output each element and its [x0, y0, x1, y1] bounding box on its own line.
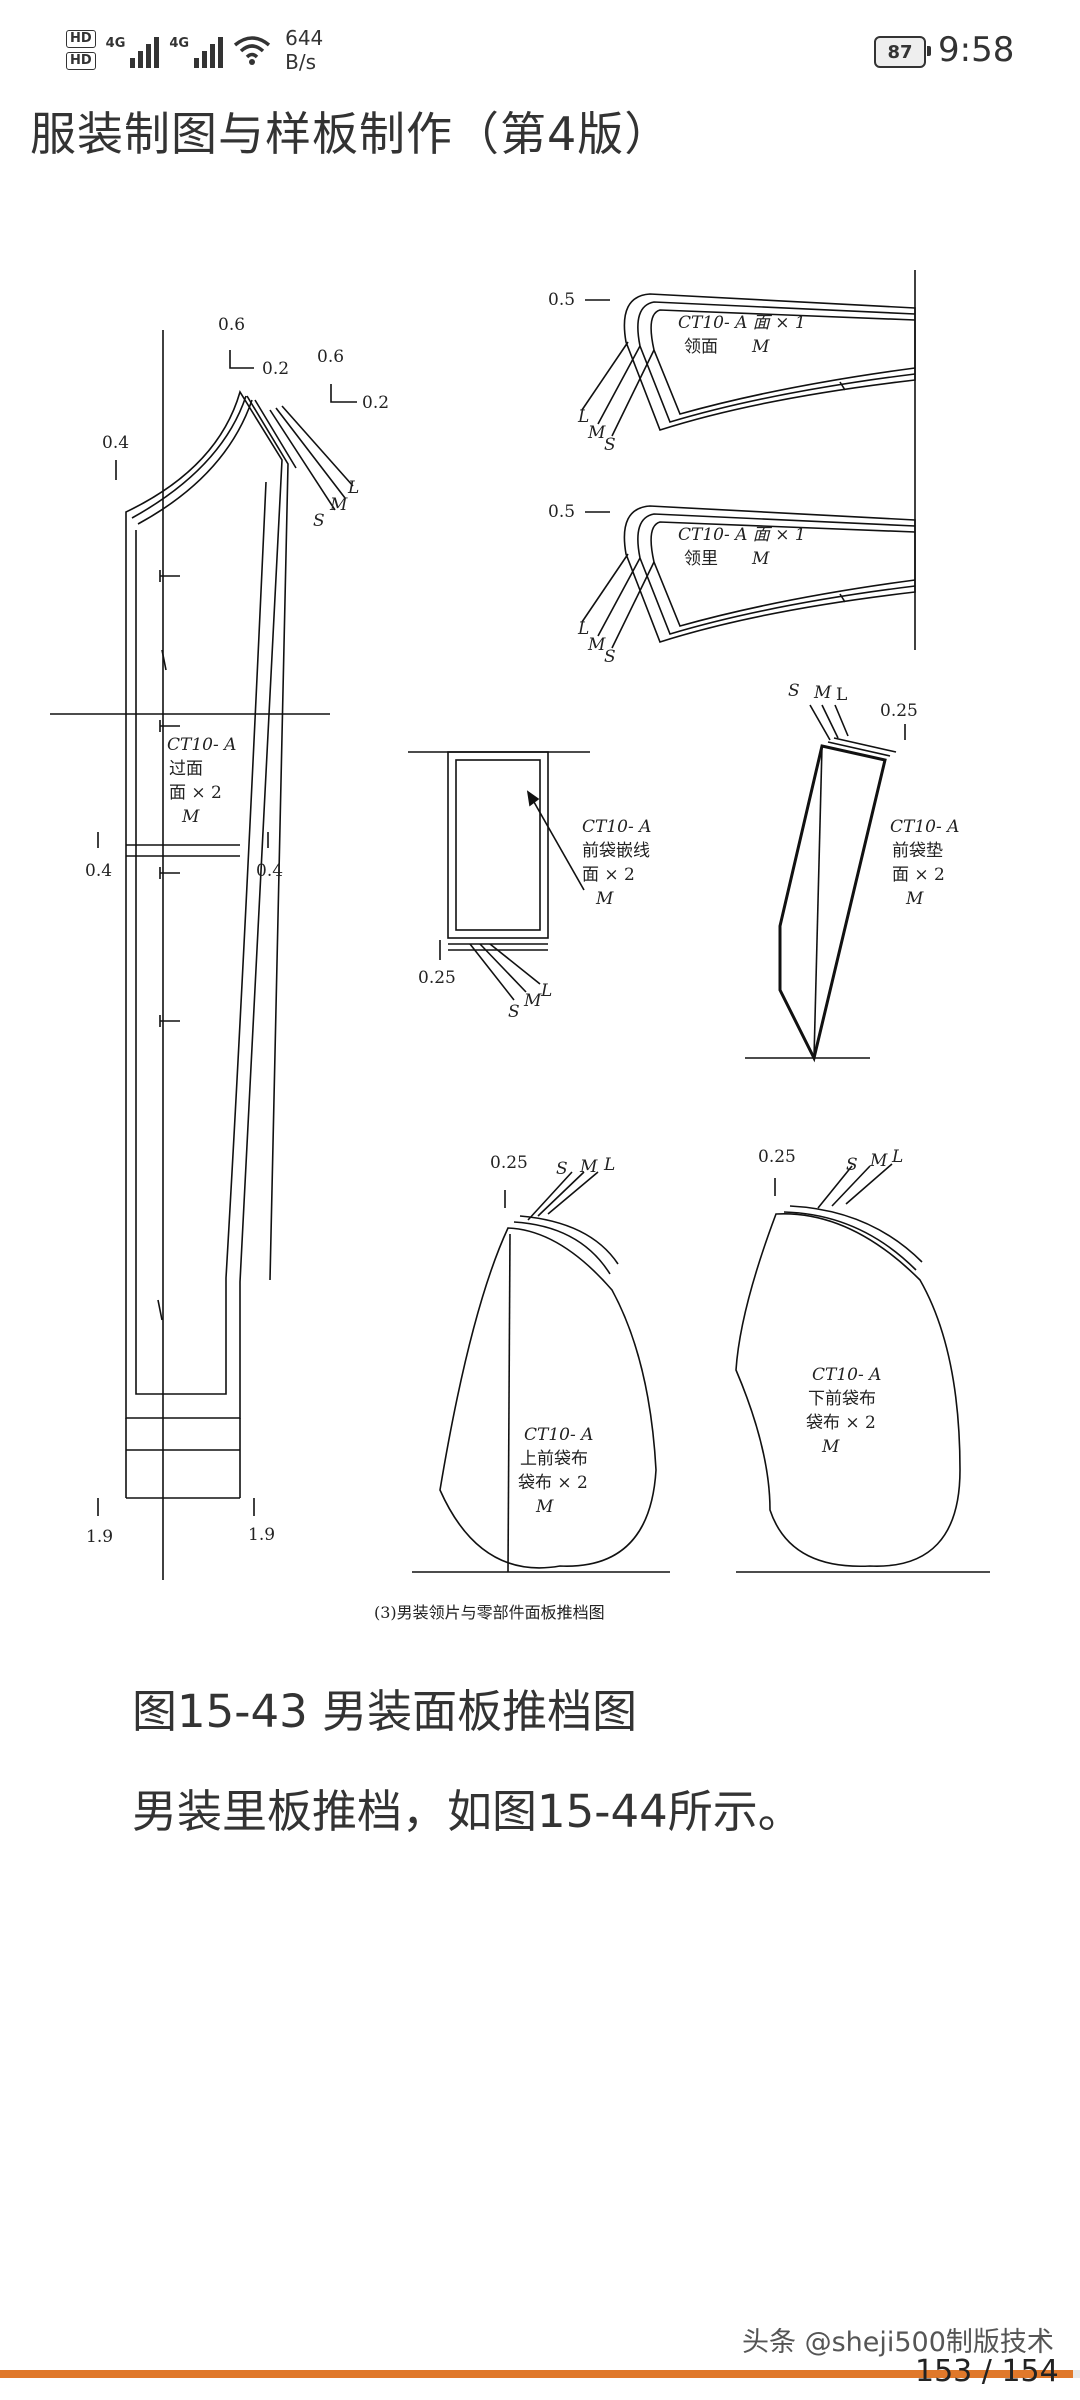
grade-label-02b: 0.2 — [362, 393, 389, 413]
network-type-1: 4G — [105, 36, 126, 51]
facing-outline — [125, 390, 283, 1419]
pad-size: M — [905, 889, 924, 909]
book-title: 服装制图与样板制作（第4版） — [30, 107, 672, 161]
facing-neck-grade-1 — [131, 395, 247, 519]
collar-top-name: 领面 — [684, 337, 718, 357]
grade-label-19a: 1.9 — [86, 1527, 113, 1547]
pad-name: 前袋垫 — [892, 841, 943, 861]
welt-outline — [447, 751, 549, 939]
upper-bag-name: 上前袋布 — [520, 1449, 588, 1469]
upper-bag-M: M — [579, 1157, 598, 1177]
grade-label-04b: 0.4 — [85, 861, 112, 881]
collar-top-grade: 0.5 — [548, 290, 575, 310]
grade-label-04a: 0.4 — [102, 433, 129, 453]
wifi-icon — [233, 36, 271, 65]
upper-bag-qty: 袋布 × 2 — [518, 1473, 588, 1493]
size-label-S1: S — [313, 511, 325, 531]
lower-bag-L: L — [891, 1147, 903, 1167]
collar-under-S: S — [604, 647, 616, 667]
figure-subcaption: (3)男装领片与零部件面板推档图 — [374, 1603, 605, 1622]
collar-under-size: M — [751, 549, 770, 569]
grade-label-02a: 0.2 — [262, 359, 289, 379]
welt-size: M — [595, 889, 614, 909]
reading-progress-bar[interactable] — [0, 2370, 1080, 2378]
welt-S: S — [508, 1002, 520, 1022]
lower-bag-outline — [735, 1213, 961, 1568]
upper-bag-size: M — [535, 1497, 554, 1517]
network-type-2: 4G — [169, 36, 190, 51]
source-watermark: 头条 @sheji500制版技术 — [742, 2327, 1054, 2358]
body-paragraph: 男装里板推档，如图15-44所示。 — [132, 1785, 803, 1838]
status-bar: HD HD 4G 4G 644 B/s 87 9:58 — [0, 0, 1080, 100]
collar-under-code: CT10- A 面 × 1 — [678, 525, 806, 545]
battery-icon: 87 — [874, 36, 931, 68]
collar-top-S: S — [604, 435, 616, 455]
hd-badge-1: HD — [66, 30, 96, 48]
collar-under-L: L — [577, 619, 589, 639]
status-time: 9:58 — [938, 30, 1015, 70]
collar-top-L: L — [577, 407, 589, 427]
welt-code: CT10- A — [582, 817, 651, 837]
collar-top-code: CT10- A 面 × 1 — [678, 313, 806, 333]
lower-bag-grade: 0.25 — [758, 1147, 796, 1167]
pattern-figure[interactable]: 0.6 0.2 0.6 0.2 0.4 0.4 0.4 1.9 1.9 L M … — [0, 250, 1080, 1630]
pad-M: M — [813, 683, 832, 703]
collar-top-outline — [623, 293, 916, 431]
facing-code: CT10- A — [167, 735, 236, 755]
lower-bag-qty: 袋布 × 2 — [806, 1413, 876, 1433]
pad-grade: 0.25 — [880, 701, 918, 721]
grade-label-19b: 1.9 — [248, 1525, 275, 1545]
status-icons: HD HD 4G 4G 644 B/s — [66, 26, 323, 74]
facing-name: 过面 — [169, 759, 203, 779]
page-indicator: 153 / 154 — [915, 2354, 1059, 2389]
upper-bag-S: S — [556, 1159, 568, 1179]
size-label-M1: M — [329, 495, 348, 515]
size-label-L1: L — [347, 478, 359, 498]
grade-label-04c: 0.4 — [256, 861, 283, 881]
facing-front-grade — [246, 395, 289, 1281]
collar-under-name: 领里 — [684, 549, 718, 569]
welt-L: L — [540, 981, 552, 1001]
signal-icon: 4G — [106, 32, 160, 68]
facing-inner-line — [135, 481, 267, 1395]
pad-code: CT10- A — [890, 817, 959, 837]
lower-bag-M: M — [869, 1151, 888, 1171]
welt-M: M — [523, 991, 542, 1011]
welt-qty: 面 × 2 — [582, 865, 635, 885]
speed-unit: B/s — [285, 50, 316, 74]
pocket-pad-outline — [778, 744, 887, 1063]
facing-qty: 面 × 2 — [169, 783, 222, 803]
grade-label-06a: 0.6 — [218, 315, 245, 335]
collar-top-size: M — [751, 337, 770, 357]
welt-name: 前袋嵌线 — [582, 841, 650, 861]
pad-qty: 面 × 2 — [892, 865, 945, 885]
hd-indicators: HD HD — [66, 30, 96, 70]
collar-under-grade: 0.5 — [548, 502, 575, 522]
speed-value: 644 — [285, 26, 324, 50]
network-speed: 644 B/s — [281, 26, 323, 74]
collar-under-outline — [623, 505, 916, 643]
upper-bag-code: CT10- A — [524, 1425, 593, 1445]
reading-progress-fill — [0, 2370, 1073, 2378]
lower-bag-name: 下前袋布 — [808, 1389, 876, 1409]
upper-bag-grade: 0.25 — [490, 1153, 528, 1173]
upper-bag-outline — [439, 1227, 657, 1569]
collar-under-M: M — [587, 635, 606, 655]
figure-caption: 图15-43 男装面板推档图 — [132, 1685, 638, 1738]
welt-grade: 0.25 — [418, 968, 456, 988]
lower-bag-size: M — [821, 1437, 840, 1457]
hd-badge-2: HD — [66, 52, 96, 70]
pad-L: L — [836, 685, 847, 705]
upper-bag-L: L — [603, 1155, 615, 1175]
pattern-drawing: 0.6 0.2 0.6 0.2 0.4 0.4 0.4 1.9 1.9 L M … — [50, 270, 990, 1622]
collar-top-M: M — [587, 423, 606, 443]
signal-icon-2: 4G — [169, 32, 224, 68]
grade-label-06b: 0.6 — [317, 347, 344, 367]
facing-size: M — [181, 807, 200, 827]
lower-bag-code: CT10- A — [812, 1365, 881, 1385]
pad-S: S — [788, 681, 800, 701]
facing-neck-grade-2 — [137, 399, 253, 525]
lower-bag-S: S — [846, 1155, 858, 1175]
